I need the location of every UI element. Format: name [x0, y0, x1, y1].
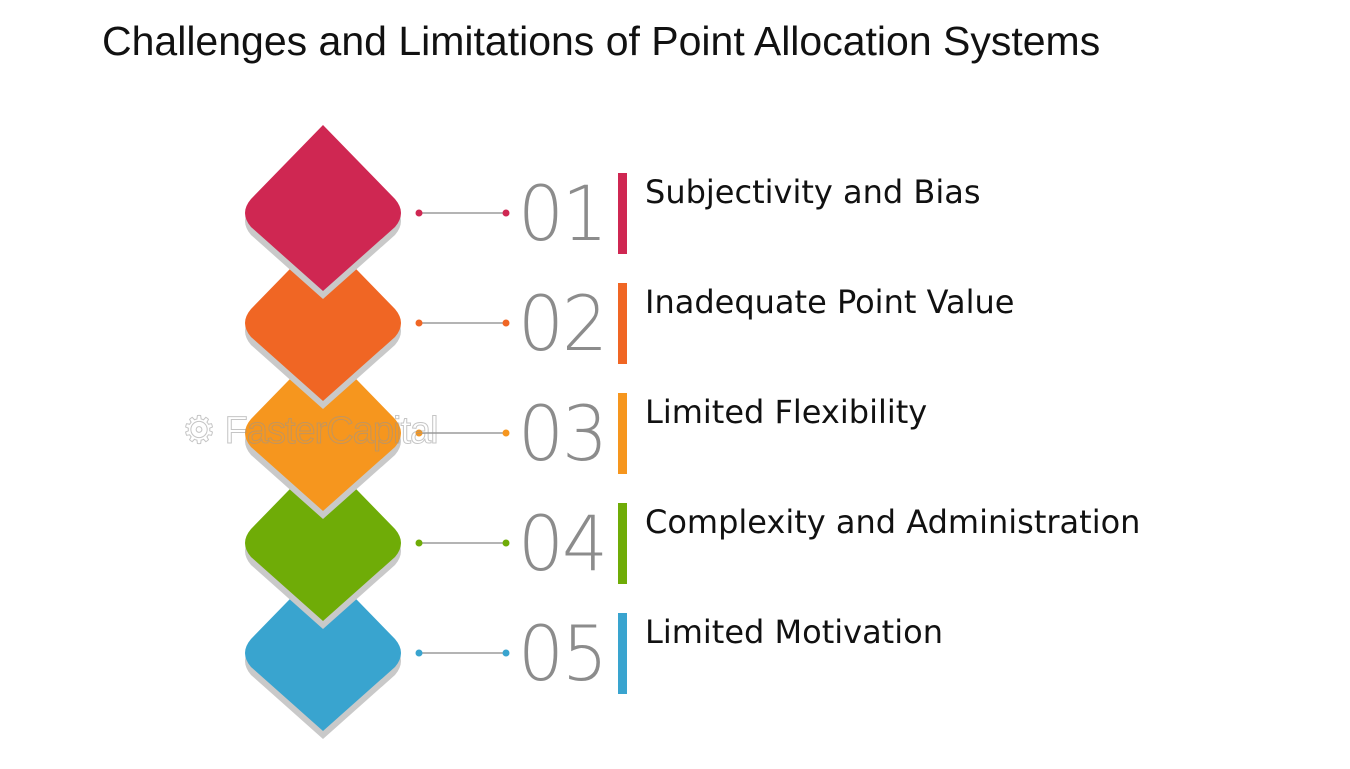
item-label: Inadequate Point Value — [645, 283, 1015, 321]
connector-dot — [415, 539, 423, 547]
item-accent-bar — [618, 393, 627, 474]
connector-dot — [502, 319, 510, 327]
item-label: Limited Flexibility — [645, 393, 928, 431]
diamond-05 — [245, 565, 401, 731]
diamond-04 — [245, 455, 401, 621]
page-title: Challenges and Limitations of Point Allo… — [102, 18, 1101, 64]
item-number: 02 — [518, 279, 608, 368]
item-accent-bar — [618, 613, 627, 694]
item-label: Limited Motivation — [645, 613, 943, 651]
item-number: 05 — [518, 609, 608, 698]
connector-dot — [502, 539, 510, 547]
item-number: 01 — [518, 169, 608, 258]
watermark-logo: ⚙ FasterCapital — [182, 410, 440, 453]
item-number: 04 — [518, 499, 608, 588]
connector-dot — [502, 209, 510, 217]
diamond-03 — [245, 345, 401, 511]
diamond-01 — [245, 125, 401, 291]
item-label: Subjectivity and Bias — [645, 173, 981, 211]
item-accent-bar — [618, 173, 627, 254]
connector-dot — [502, 429, 510, 437]
connector-dot — [502, 649, 510, 657]
item-accent-bar — [618, 503, 627, 584]
connector-dot — [415, 209, 423, 217]
connector-dot — [415, 319, 423, 327]
connector-dot — [415, 649, 423, 657]
item-accent-bar — [618, 283, 627, 364]
connector-dot — [415, 429, 423, 437]
item-number: 03 — [518, 389, 608, 478]
diamond-02 — [245, 235, 401, 401]
item-label: Complexity and Administration — [645, 503, 1141, 541]
